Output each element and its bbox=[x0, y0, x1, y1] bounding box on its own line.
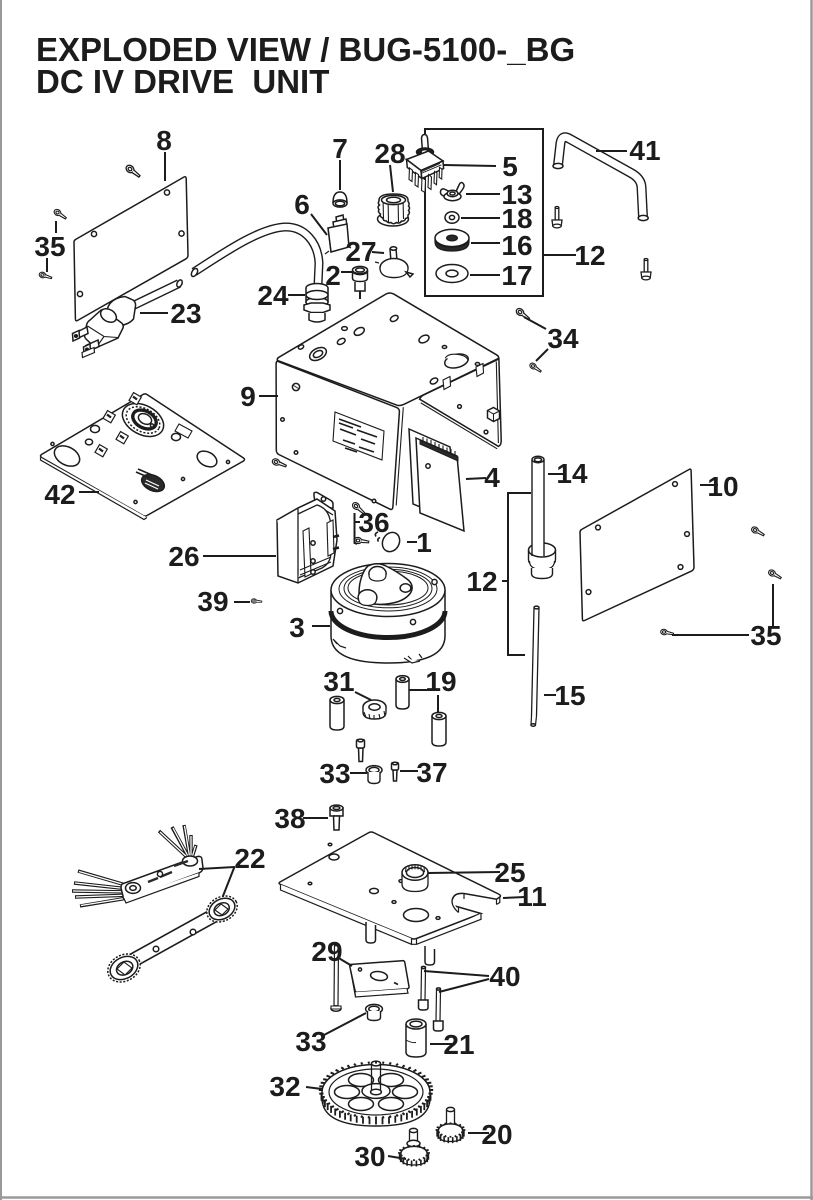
svg-text:10: 10 bbox=[707, 471, 738, 502]
svg-text:37: 37 bbox=[416, 757, 447, 788]
svg-text:35: 35 bbox=[750, 620, 781, 651]
svg-text:21: 21 bbox=[443, 1029, 474, 1060]
svg-text:17: 17 bbox=[501, 260, 532, 291]
svg-text:EXPLODED VIEW / BUG-5100-_BG: EXPLODED VIEW / BUG-5100-_BG bbox=[36, 31, 575, 68]
svg-text:33: 33 bbox=[319, 758, 350, 789]
svg-text:24: 24 bbox=[257, 280, 289, 311]
svg-text:36: 36 bbox=[358, 507, 389, 538]
svg-text:18: 18 bbox=[501, 203, 532, 234]
svg-text:26: 26 bbox=[168, 541, 199, 572]
svg-text:35: 35 bbox=[34, 231, 65, 262]
svg-text:7: 7 bbox=[332, 133, 348, 164]
svg-text:13: 13 bbox=[501, 179, 532, 210]
svg-text:28: 28 bbox=[374, 138, 405, 169]
svg-text:30: 30 bbox=[354, 1141, 385, 1172]
svg-text:16: 16 bbox=[501, 230, 532, 261]
svg-text:4: 4 bbox=[484, 462, 500, 493]
svg-text:1: 1 bbox=[416, 527, 432, 558]
svg-text:27: 27 bbox=[345, 236, 376, 267]
svg-text:12: 12 bbox=[466, 566, 497, 597]
svg-text:39: 39 bbox=[197, 586, 228, 617]
svg-text:34: 34 bbox=[547, 323, 579, 354]
svg-text:11: 11 bbox=[517, 881, 547, 912]
svg-text:29: 29 bbox=[311, 936, 342, 967]
svg-text:20: 20 bbox=[481, 1119, 512, 1150]
svg-text:9: 9 bbox=[240, 381, 256, 412]
svg-text:5: 5 bbox=[502, 151, 518, 182]
svg-text:DC IV DRIVE UNIT: DC IV DRIVE UNIT bbox=[36, 63, 329, 100]
svg-text:2: 2 bbox=[325, 260, 341, 291]
svg-text:15: 15 bbox=[554, 680, 585, 711]
svg-text:19: 19 bbox=[425, 666, 456, 697]
svg-text:8: 8 bbox=[156, 125, 172, 156]
svg-text:12: 12 bbox=[574, 240, 605, 271]
svg-text:38: 38 bbox=[274, 803, 305, 834]
svg-text:32: 32 bbox=[269, 1071, 300, 1102]
svg-text:22: 22 bbox=[234, 843, 265, 874]
svg-text:31: 31 bbox=[323, 666, 354, 697]
svg-text:23: 23 bbox=[170, 298, 201, 329]
svg-text:33: 33 bbox=[295, 1026, 326, 1057]
svg-text:40: 40 bbox=[489, 961, 520, 992]
svg-text:3: 3 bbox=[289, 612, 305, 643]
svg-text:41: 41 bbox=[629, 135, 660, 166]
svg-text:14: 14 bbox=[556, 458, 588, 489]
svg-text:25: 25 bbox=[494, 857, 525, 888]
svg-text:6: 6 bbox=[294, 189, 310, 220]
svg-text:42: 42 bbox=[44, 479, 75, 510]
